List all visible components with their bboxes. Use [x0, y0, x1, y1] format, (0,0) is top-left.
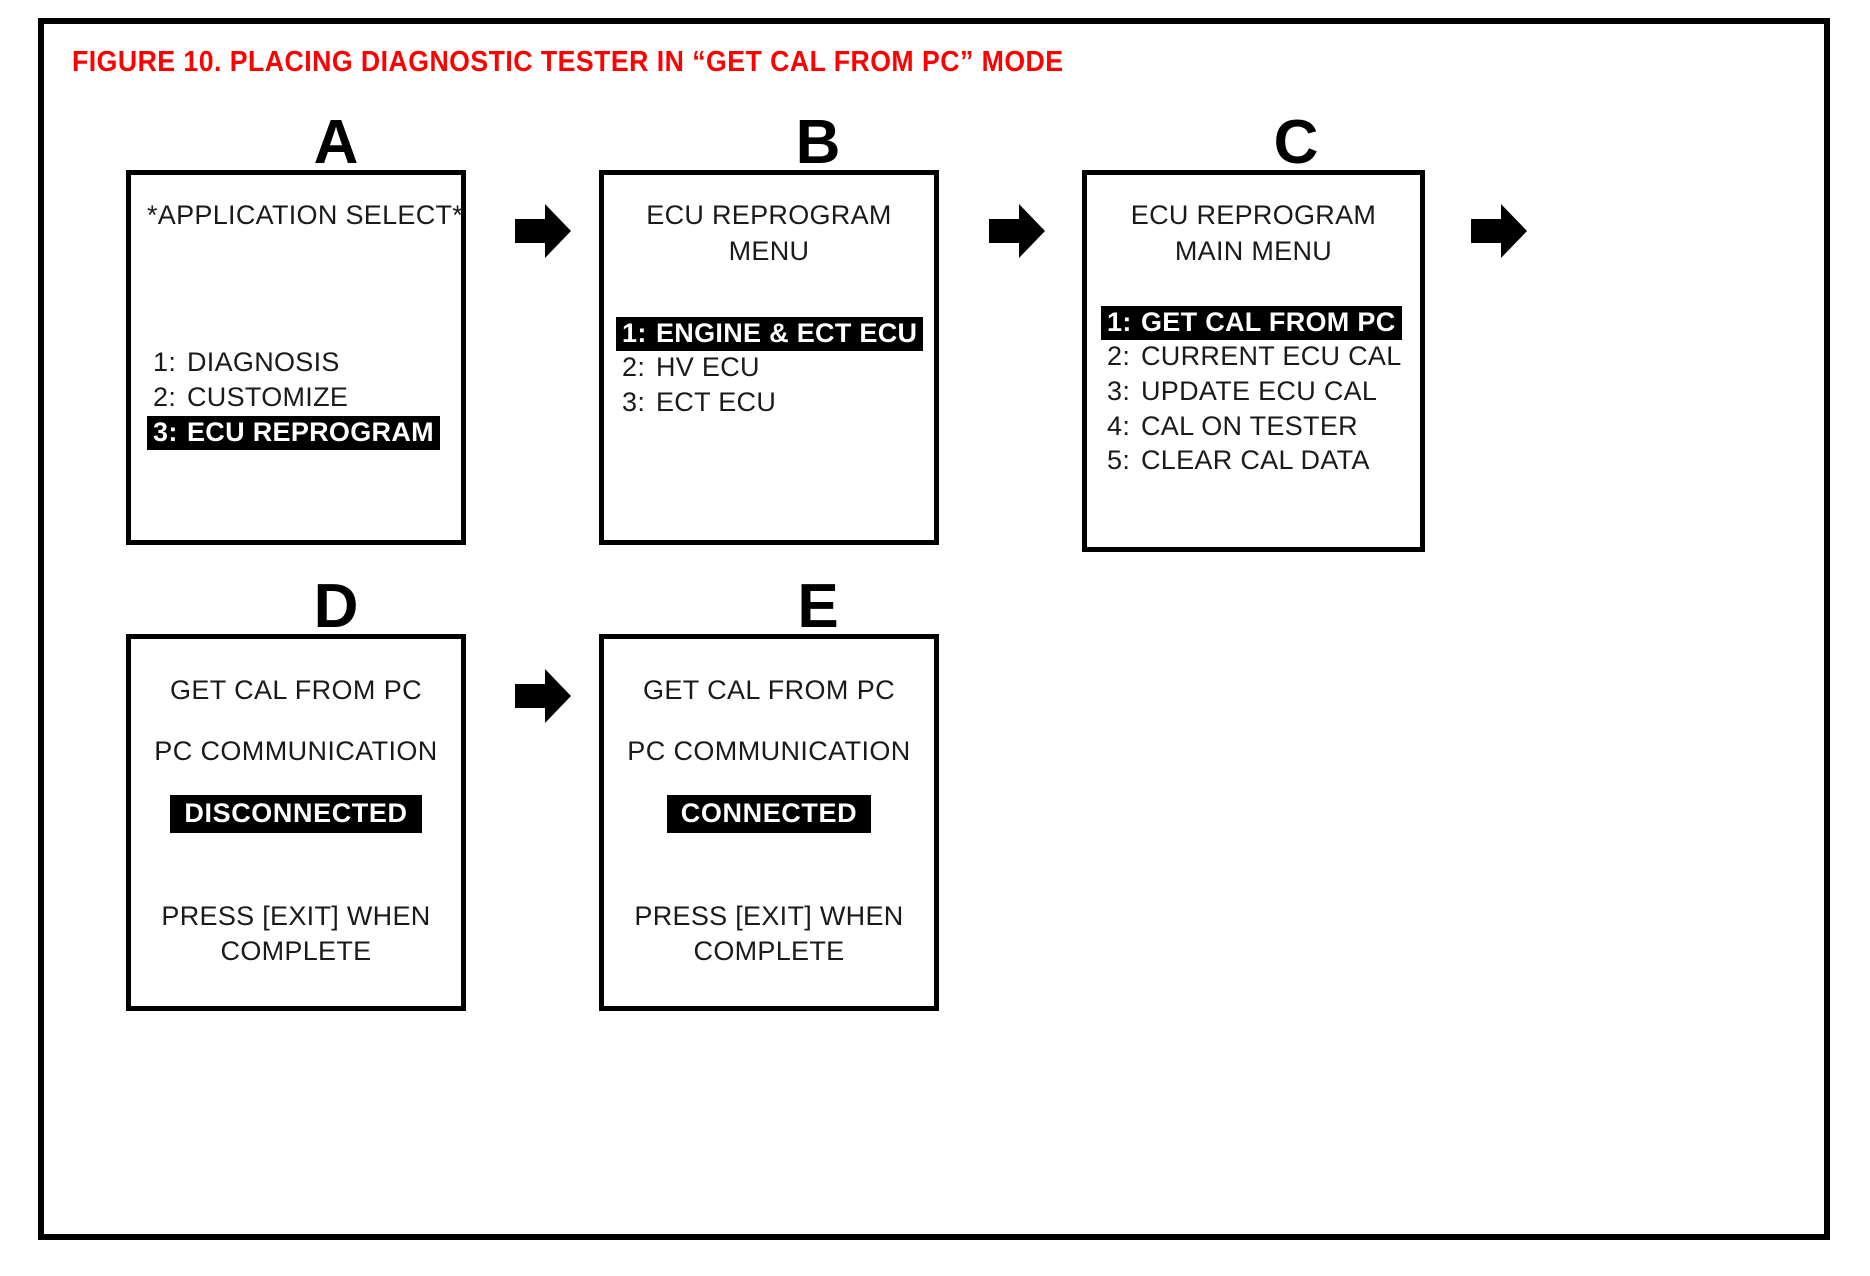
menu-item-label: CAL ON TESTER [1141, 410, 1358, 441]
arrow-c-to-d-icon [1471, 202, 1527, 260]
menu-item[interactable]: 4: CAL ON TESTER [1101, 410, 1420, 445]
screen-panel-b: ECU REPROGRAM MENU 1: ENGINE & ECT ECU 2:… [599, 170, 939, 545]
menu-item-number: 3: [622, 387, 646, 418]
screen-b-title-line1: ECU REPROGRAM [646, 200, 892, 230]
menu-item-label: CURRENT ECU CAL [1141, 341, 1402, 372]
menu-item-label: CUSTOMIZE [187, 382, 349, 413]
menu-item-label: DIAGNOSIS [187, 347, 340, 378]
menu-item-number: 3: [1107, 376, 1131, 407]
screen-panel-c: ECU REPROGRAM MAIN MENU 1: GET CAL FROM P… [1082, 170, 1425, 552]
screen-d-footer-line2: COMPLETE [220, 936, 372, 967]
screen-a-title: *APPLICATION SELECT* [147, 200, 464, 230]
screen-b-menu: 1: ENGINE & ECT ECU 2: HV ECU 3: ECT ECU [604, 316, 934, 421]
arrow-b-to-c-icon [989, 202, 1045, 260]
menu-item[interactable]: 5: CLEAR CAL DATA [1101, 444, 1420, 479]
screen-a-menu: 1: DIAGNOSIS 2: CUSTOMIZE 3: ECU REPROGRAM [131, 346, 461, 451]
menu-item[interactable]: 2: HV ECU [616, 351, 934, 386]
menu-item-number: 2: [153, 382, 177, 413]
screen-d-subheading: PC COMMUNICATION [154, 736, 438, 766]
menu-item-number: 2: [1107, 341, 1131, 372]
screen-c-title-line1: ECU REPROGRAM [1130, 200, 1377, 230]
menu-item-number: 1: [622, 317, 647, 348]
arrow-a-to-b-icon [515, 202, 571, 260]
menu-item-number: 4: [1107, 410, 1131, 441]
screen-e-heading: GET CAL FROM PC [642, 675, 896, 705]
menu-item-label: HV ECU [656, 352, 760, 383]
panel-letter-e: E [797, 572, 839, 641]
screen-d-footer-line1: PRESS [EXIT] WHEN [161, 901, 431, 931]
menu-item-selected[interactable]: 1: GET CAL FROM PC [1101, 305, 1420, 341]
figure-title: FIGURE 10. PLACING DIAGNOSTIC TESTER IN … [72, 46, 1064, 78]
screen-panel-a: *APPLICATION SELECT* 1: DIAGNOSIS 2: CUSTO… [126, 170, 466, 545]
menu-item-label: CLEAR CAL DATA [1141, 445, 1370, 476]
menu-item-number: 3: [153, 416, 178, 447]
screen-e-subheading: PC COMMUNICATION [627, 736, 911, 766]
arrow-d-to-e-icon [515, 667, 571, 725]
status-badge-connected: CONNECTED [666, 795, 872, 833]
menu-item-label: ECU REPROGRAM [187, 416, 434, 447]
figure-frame: FIGURE 10. PLACING DIAGNOSTIC TESTER IN … [38, 18, 1830, 1240]
panel-letter-d: D [313, 572, 359, 641]
menu-item-selected[interactable]: 3: ECU REPROGRAM [147, 415, 461, 451]
screen-e-footer-line2: COMPLETE [693, 936, 845, 967]
screen-b-title-line2: MENU [728, 236, 810, 267]
screen-c-menu: 1: GET CAL FROM PC 2: CURRENT ECU CAL 3: UP… [1087, 305, 1420, 479]
panel-letter-a: A [313, 108, 359, 177]
screen-d-heading: GET CAL FROM PC [169, 675, 423, 705]
menu-item-selected[interactable]: 1: ENGINE & ECT ECU [616, 316, 934, 352]
menu-item-number: 5: [1107, 445, 1131, 476]
screen-panel-d: GET CAL FROM PC PC COMMUNICATION DISCONN… [126, 634, 466, 1011]
menu-item-label: GET CAL FROM PC [1141, 306, 1396, 337]
menu-item[interactable]: 1: DIAGNOSIS [147, 346, 461, 381]
panel-letter-b: B [795, 108, 841, 177]
menu-item[interactable]: 2: CUSTOMIZE [147, 381, 461, 416]
menu-item[interactable]: 2: CURRENT ECU CAL [1101, 340, 1420, 375]
menu-item-number: 1: [153, 347, 177, 378]
menu-item-label: UPDATE ECU CAL [1141, 376, 1378, 407]
screen-panel-e: GET CAL FROM PC PC COMMUNICATION CONNECT… [599, 634, 939, 1011]
screen-e-footer-line1: PRESS [EXIT] WHEN [634, 901, 904, 931]
menu-item[interactable]: 3: UPDATE ECU CAL [1101, 375, 1420, 410]
menu-item-number: 1: [1107, 306, 1132, 337]
panel-letter-c: C [1273, 108, 1319, 177]
menu-item[interactable]: 3: ECT ECU [616, 386, 934, 421]
screen-c-title-line2: MAIN MENU [1174, 236, 1333, 267]
menu-item-number: 2: [622, 352, 646, 383]
menu-item-label: ECT ECU [656, 387, 777, 418]
status-badge-disconnected: DISCONNECTED [170, 795, 422, 833]
menu-item-label: ENGINE & ECT ECU [656, 317, 918, 348]
